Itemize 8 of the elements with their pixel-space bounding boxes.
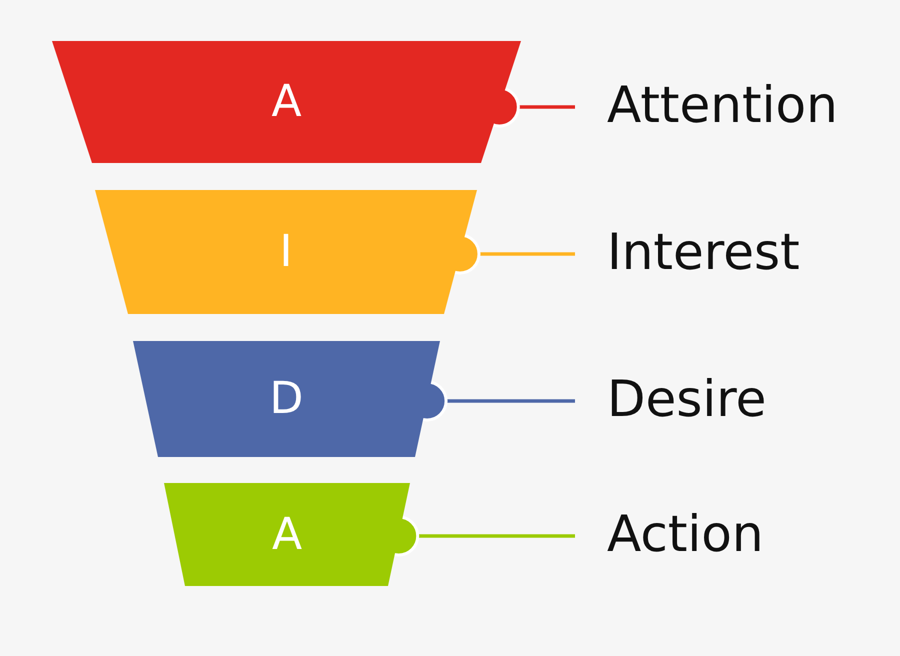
stage-label: Action	[607, 509, 764, 559]
stage-letter: I	[280, 230, 292, 274]
stage-label: Desire	[607, 374, 766, 424]
stage-letter: A	[272, 512, 302, 556]
stage-letter: D	[270, 377, 304, 421]
stage-letter: A	[271, 80, 302, 124]
stage-label: Interest	[607, 227, 800, 277]
stage-label: Attention	[607, 80, 838, 130]
